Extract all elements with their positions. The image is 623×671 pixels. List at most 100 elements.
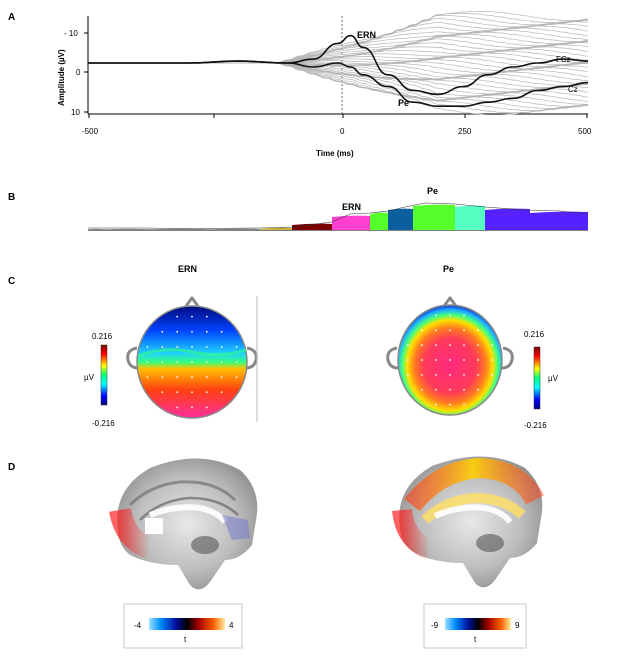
electrode-dot (176, 315, 179, 318)
xtick-0: 0 (340, 127, 345, 136)
electrode-dot (449, 359, 451, 361)
electrode-dot (421, 344, 423, 346)
pe-right-ear (501, 346, 514, 370)
electrode-dot (421, 329, 423, 332)
electrode-dot (220, 361, 223, 363)
electrode-dot (191, 315, 193, 318)
electrode-dot (435, 344, 437, 346)
ern-right-ear (245, 346, 258, 370)
electrode-dot (146, 376, 149, 378)
right-tscale-min: -9 (431, 621, 439, 630)
electrode-dot (435, 329, 437, 332)
electrode-dot (463, 388, 465, 391)
ern-colorbar-max: 0.216 (92, 332, 113, 341)
electrode-dot (435, 359, 437, 361)
left-mask-patch (145, 518, 163, 534)
electrode-dot (449, 388, 451, 391)
individual-trace (88, 62, 589, 109)
electrode-dot (463, 314, 465, 317)
gfp-outline (88, 202, 589, 229)
ern-colorbar-min: -0.216 (92, 419, 115, 428)
right-tscale-bar (445, 618, 511, 630)
ern-electrodes (146, 315, 238, 409)
electrode-dot (477, 374, 479, 376)
microstate-segment (200, 228, 260, 230)
electrode-dot (205, 315, 208, 318)
electrode-dot (176, 391, 179, 394)
panel-d-label: D (8, 462, 15, 473)
right-activation-cingulate (404, 457, 544, 512)
microstate-segment (485, 208, 530, 230)
pe-left-ear (386, 346, 399, 370)
series-cz-line (88, 60, 589, 108)
electrode-dot (449, 314, 451, 317)
microstate-segments (88, 204, 588, 230)
electrode-dot (435, 403, 437, 406)
right-tscale-unit: t (474, 635, 477, 644)
x-axis-label: Time (ms) (316, 149, 354, 158)
ern-nose (184, 296, 200, 307)
electrode-dot (449, 403, 451, 406)
microstate-segment (88, 228, 100, 230)
electrode-dot (176, 376, 179, 378)
electrode-dot (449, 344, 451, 346)
microstate-segment (455, 205, 485, 230)
electrode-dot (491, 359, 493, 361)
electrode-dot (463, 329, 465, 332)
electrode-dot (435, 374, 437, 376)
ern-source-brain (109, 458, 258, 590)
electrode-dot (407, 344, 409, 346)
pe-colorbar-unit: µV (548, 374, 559, 383)
microstate-segment (370, 212, 388, 230)
left-tscale: -4 4 t (123, 603, 243, 649)
electrode-dot (477, 329, 479, 332)
microstate-segment (388, 208, 413, 230)
electrode-dot (477, 388, 479, 391)
xtick-500: 500 (578, 127, 592, 136)
right-tscale-max: 9 (515, 621, 520, 630)
microstate-segment (332, 215, 370, 230)
pe-label: Pe (398, 98, 409, 108)
electrode-dot (176, 406, 179, 409)
left-tscale-max: 4 (229, 621, 234, 630)
fcz-label: FCz (556, 55, 571, 64)
electrode-dot (491, 374, 493, 376)
panel-b-label: B (8, 192, 15, 203)
pe-source-brain (392, 456, 544, 588)
electrode-dot (146, 361, 149, 363)
microstate-segment (413, 204, 455, 230)
electrode-dot (191, 330, 193, 333)
electrode-dot (407, 374, 409, 376)
electrode-dot (205, 346, 208, 348)
ern-colorbar (100, 344, 108, 406)
electrode-dot (435, 388, 437, 391)
microstate-ern-label: ERN (342, 202, 361, 212)
ern-colorbar-unit: µV (84, 373, 95, 382)
microstate-segment (292, 223, 332, 230)
electrode-dot (205, 406, 208, 409)
electrode-dot (205, 361, 208, 363)
electrode-dot (235, 346, 238, 348)
left-activation-blue (222, 515, 250, 540)
electrode-dot (191, 361, 193, 363)
microstate-segment (260, 227, 292, 230)
electrode-dot (146, 346, 149, 348)
electrode-dot (161, 361, 164, 363)
electrode-dot (421, 359, 423, 361)
left-tscale-unit: t (184, 635, 187, 644)
ern-topomap-title: ERN (178, 264, 197, 274)
electrode-dot (449, 329, 451, 332)
microstate-segment (530, 211, 588, 230)
electrode-dot (176, 361, 179, 363)
microstate-pe-label: Pe (427, 186, 438, 196)
left-tscale-min: -4 (134, 621, 142, 630)
electrode-dot (220, 346, 223, 348)
electrode-dot (235, 376, 238, 378)
electrode-dot (161, 330, 164, 333)
electrode-dot (220, 330, 223, 333)
electrode-dot (161, 391, 164, 394)
ern-topomap: ERN 0.216 µV -0.216 (84, 264, 258, 428)
electrode-dot (235, 361, 238, 363)
electrode-dot (220, 376, 223, 378)
xtick-250: 250 (458, 127, 472, 136)
